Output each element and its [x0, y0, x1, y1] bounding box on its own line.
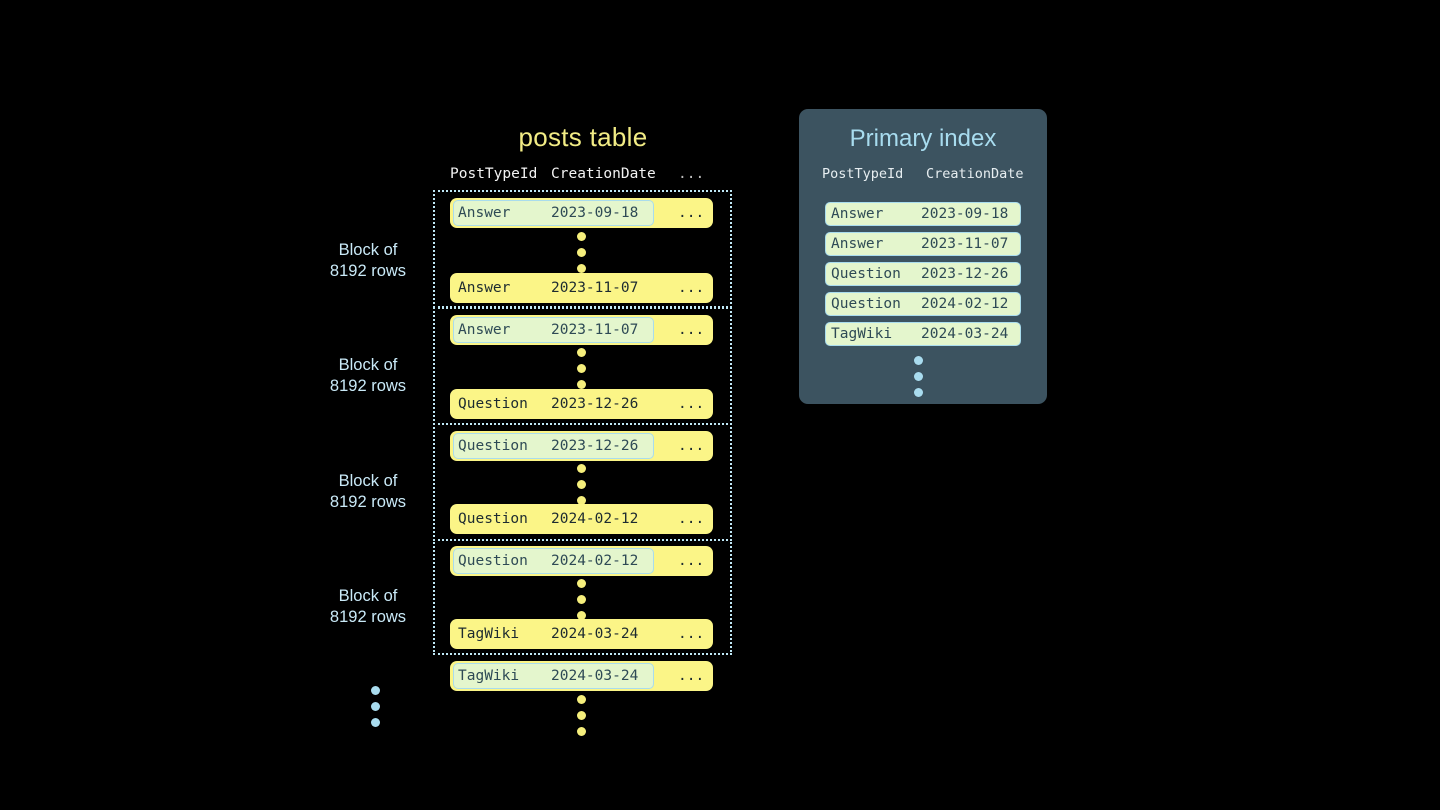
- table-row-cells: Question 2024-02-12 ...: [450, 504, 713, 534]
- index-key-highlight: [453, 433, 654, 459]
- index-entry: Answer 2023-09-18: [825, 202, 1021, 226]
- cell-more-ellipsis: ...: [678, 205, 705, 221]
- index-entry: Question 2023-12-26: [825, 262, 1021, 286]
- cell-creation-date: 2023-12-26: [551, 438, 639, 454]
- block-4-label-line1: Block of: [338, 587, 398, 605]
- table-row: Question 2024-02-12 ...: [450, 546, 713, 576]
- table-row: Answer 2023-09-18 ...: [450, 198, 713, 228]
- index-ellipsis-dots: [914, 356, 924, 404]
- block-4-label: Block of 8192 rows: [316, 586, 420, 628]
- block-4: [433, 539, 732, 655]
- column-header-more-ellipsis: ...: [678, 166, 705, 182]
- cell-creation-date: 2023-11-07: [551, 280, 639, 296]
- table-ellipsis-dots: [577, 695, 587, 743]
- index-entry-post-type-id: Question: [831, 296, 901, 312]
- row-ellipsis-dots: [577, 348, 587, 396]
- cell-more-ellipsis: ...: [678, 438, 705, 454]
- block-1-label-line2: 8192 rows: [329, 262, 407, 280]
- index-entry-creation-date: 2024-03-24: [921, 326, 1009, 342]
- primary-index-panel: Primary index PostTypeId CreationDate An…: [799, 109, 1047, 404]
- cell-creation-date: 2023-12-26: [551, 396, 639, 412]
- index-entry-creation-date: 2023-12-26: [921, 266, 1009, 282]
- column-header-post-type-id: PostTypeId: [450, 166, 538, 182]
- index-entry-post-type-id: Answer: [831, 236, 884, 252]
- index-key-highlight: [453, 663, 654, 689]
- cell-more-ellipsis: ...: [678, 553, 705, 569]
- cell-creation-date: 2023-11-07: [551, 322, 639, 338]
- cell-post-type-id: Question: [458, 553, 528, 569]
- row-ellipsis-dots: [577, 232, 587, 280]
- index-entry: TagWiki 2024-03-24: [825, 322, 1021, 346]
- cell-creation-date: 2024-02-12: [551, 553, 639, 569]
- table-row-cells: TagWiki 2024-03-24 ...: [450, 619, 713, 649]
- blocks-ellipsis-dots: [371, 686, 381, 734]
- cell-more-ellipsis: ...: [678, 668, 705, 684]
- cell-post-type-id: Question: [458, 511, 528, 527]
- table-row-cells: Question 2023-12-26 ...: [450, 389, 713, 419]
- cell-creation-date: 2024-03-24: [551, 668, 639, 684]
- cell-creation-date: 2024-03-24: [551, 626, 639, 642]
- block-2-label-line2: 8192 rows: [329, 377, 407, 395]
- index-entry: Answer 2023-11-07: [825, 232, 1021, 256]
- cell-post-type-id: Answer: [458, 205, 511, 221]
- cell-more-ellipsis: ...: [678, 280, 705, 296]
- primary-index-title: Primary index: [849, 125, 997, 152]
- index-column-header-creation-date: CreationDate: [926, 166, 1024, 182]
- index-entry-post-type-id: TagWiki: [831, 326, 893, 342]
- block-3-label-line1: Block of: [338, 472, 398, 490]
- index-key-highlight: [453, 548, 654, 574]
- cell-more-ellipsis: ...: [678, 511, 705, 527]
- cell-more-ellipsis: ...: [678, 396, 705, 412]
- table-row-cells: Question 2023-12-26 ...: [450, 431, 713, 461]
- cell-post-type-id: TagWiki: [458, 668, 520, 684]
- index-entry-creation-date: 2023-09-18: [921, 206, 1009, 222]
- row-ellipsis-dots: [577, 464, 587, 512]
- cell-post-type-id: Answer: [458, 322, 511, 338]
- table-row: Question 2023-12-26 ...: [450, 389, 713, 419]
- cell-post-type-id: Question: [458, 396, 528, 412]
- index-entry-creation-date: 2023-11-07: [921, 236, 1009, 252]
- table-row: Answer 2023-11-07 ...: [450, 315, 713, 345]
- table-row: TagWiki 2024-03-24 ...: [450, 661, 713, 691]
- index-entry-post-type-id: Question: [831, 266, 901, 282]
- index-column-header-post-type-id: PostTypeId: [822, 166, 904, 182]
- row-ellipsis-dots: [577, 579, 587, 627]
- posts-table-column-headers: PostTypeId CreationDate ...: [450, 166, 714, 186]
- cell-post-type-id: TagWiki: [458, 626, 520, 642]
- block-4-label-line2: 8192 rows: [329, 608, 407, 626]
- posts-table-title: posts table: [518, 122, 648, 152]
- index-entry: Question 2024-02-12: [825, 292, 1021, 316]
- index-entry-creation-date: 2024-02-12: [921, 296, 1009, 312]
- index-entry-post-type-id: Answer: [831, 206, 884, 222]
- table-row-cells: Answer 2023-11-07 ...: [450, 273, 713, 303]
- table-row-cells: Answer 2023-11-07 ...: [450, 315, 713, 345]
- block-3-label: Block of 8192 rows: [316, 471, 420, 513]
- cell-post-type-id: Question: [458, 438, 528, 454]
- table-row: Question 2024-02-12 ...: [450, 504, 713, 534]
- cell-more-ellipsis: ...: [678, 322, 705, 338]
- block-3-label-line2: 8192 rows: [329, 493, 407, 511]
- cell-creation-date: 2023-09-18: [551, 205, 639, 221]
- table-row-cells: TagWiki 2024-03-24 ...: [450, 661, 713, 691]
- table-row-cells: Question 2024-02-12 ...: [450, 546, 713, 576]
- block-1-label: Block of 8192 rows: [316, 240, 420, 282]
- block-2-label: Block of 8192 rows: [316, 355, 420, 397]
- index-key-highlight: [453, 200, 654, 226]
- table-row: TagWiki 2024-03-24 ...: [450, 619, 713, 649]
- cell-more-ellipsis: ...: [678, 626, 705, 642]
- cell-creation-date: 2024-02-12: [551, 511, 639, 527]
- block-1-label-line1: Block of: [338, 241, 398, 259]
- primary-index-column-headers: PostTypeId CreationDate: [822, 166, 1027, 186]
- block-2-label-line1: Block of: [338, 356, 398, 374]
- cell-post-type-id: Answer: [458, 280, 511, 296]
- table-row: Answer 2023-11-07 ...: [450, 273, 713, 303]
- table-row: Question 2023-12-26 ...: [450, 431, 713, 461]
- table-row-cells: Answer 2023-09-18 ...: [450, 198, 713, 228]
- column-header-creation-date: CreationDate: [551, 166, 656, 182]
- index-key-highlight: [453, 317, 654, 343]
